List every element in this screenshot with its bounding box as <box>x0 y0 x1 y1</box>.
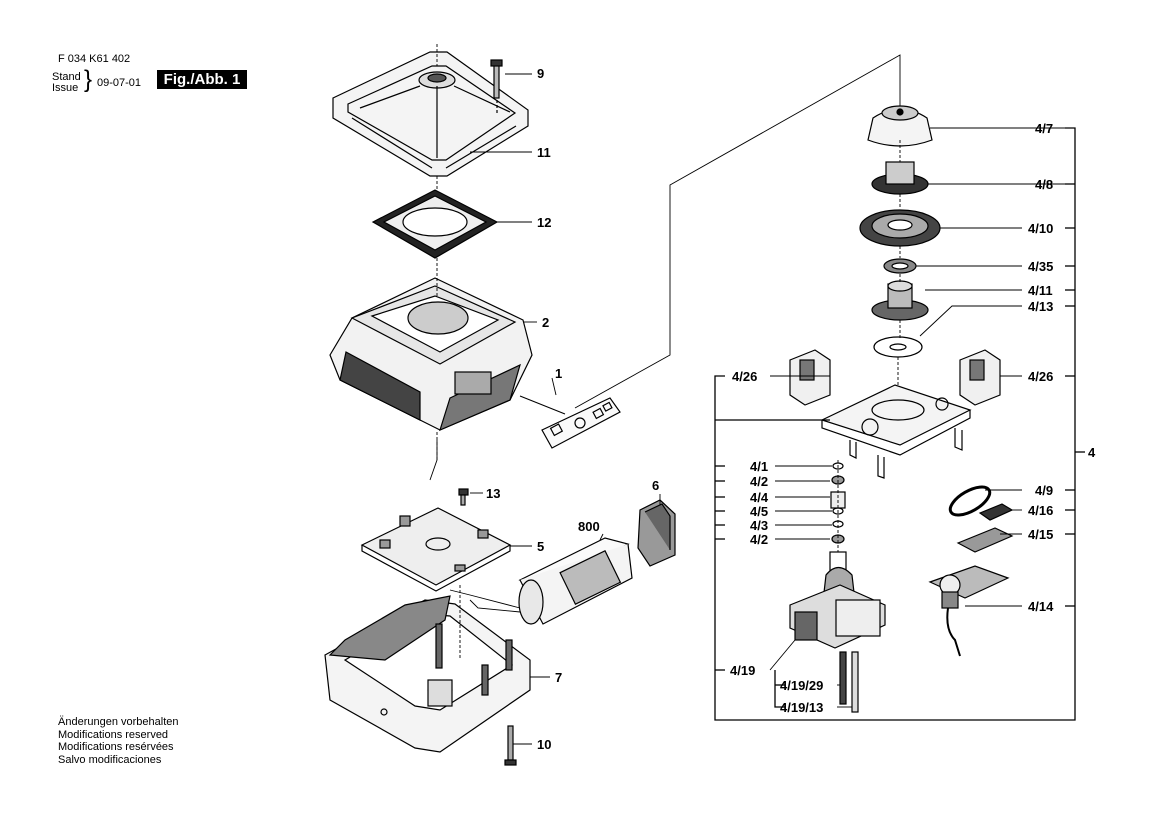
bracket-part-4-26-right <box>959 349 1001 406</box>
battery-pack-part-800 <box>518 537 633 625</box>
label-4-16: 4/16 <box>1028 503 1053 518</box>
label-4-19-29: 4/19/29 <box>780 678 823 693</box>
label-800: 800 <box>578 519 600 534</box>
label-4-9: 4/9 <box>1035 483 1053 498</box>
cap-part-4-7 <box>867 105 933 147</box>
disk-part-4-10 <box>859 209 941 247</box>
label-6: 6 <box>652 478 659 493</box>
label-4-2-a: 4/2 <box>750 474 768 489</box>
base-housing-part-7 <box>324 595 531 753</box>
label-4-10: 4/10 <box>1028 221 1053 236</box>
screw-part-13 <box>458 488 469 506</box>
label-4-2-b: 4/2 <box>750 532 768 547</box>
document-number: F 034 K61 402 <box>58 53 131 65</box>
label-4-35: 4/35 <box>1028 259 1053 274</box>
note-fr: Modifications resérvées <box>58 741 174 753</box>
washer-part-4-13 <box>873 336 923 358</box>
assembly-axes-right <box>837 140 901 552</box>
top-cover-part-11 <box>332 51 529 177</box>
label-10: 10 <box>537 737 551 752</box>
label-11: 11 <box>537 145 551 160</box>
label-4-14: 4/14 <box>1028 599 1054 614</box>
label-9: 9 <box>537 66 544 81</box>
housing-part-2 <box>329 277 533 432</box>
label-4-5: 4/5 <box>750 504 768 519</box>
bracket-part-4-26-left <box>789 349 831 406</box>
label-4-8: 4/8 <box>1035 177 1053 192</box>
label-4-15: 4/15 <box>1028 527 1053 542</box>
label-1: 1 <box>555 366 562 381</box>
label-4-13: 4/13 <box>1028 299 1053 314</box>
label-4-3: 4/3 <box>750 518 768 533</box>
screw-part-10 <box>504 725 517 766</box>
brace: } <box>84 66 93 93</box>
shaft-part-4-19-13 <box>851 651 859 713</box>
gasket-part-12 <box>371 189 499 259</box>
chassis-part <box>820 384 972 479</box>
label-7: 7 <box>555 670 562 685</box>
label-4-26-left: 4/26 <box>732 369 757 384</box>
notes: Änderungen vorbehalten Modifications res… <box>58 716 178 766</box>
circuit-board-part-5 <box>360 507 512 592</box>
part-4-15 <box>956 527 1014 553</box>
rotor-part-4-8 <box>871 161 929 195</box>
ring-part-4-35 <box>883 258 917 274</box>
stand-label: Stand <box>52 71 81 83</box>
label-13: 13 <box>486 486 500 501</box>
leader-lines-left <box>470 73 661 745</box>
label-5: 5 <box>537 539 544 554</box>
screw-part-9 <box>490 59 503 115</box>
label-4-11: 4/11 <box>1028 283 1053 298</box>
laser-module-part-4-14 <box>928 565 1010 657</box>
connector-lines-left <box>429 54 901 613</box>
label-4-1: 4/1 <box>750 459 768 474</box>
note-de: Änderungen vorbehalten <box>58 716 179 728</box>
issue-label: Issue <box>52 82 79 94</box>
note-es: Salvo modificaciones <box>58 753 162 766</box>
issue-date: 09-07-01 <box>97 77 142 89</box>
note-en: Modifications reserved <box>58 728 169 741</box>
keypad-foil-part-1 <box>519 395 621 449</box>
label-4: 4 <box>1088 445 1096 460</box>
label-4-26-right: 4/26 <box>1028 369 1053 384</box>
label-4-19-13: 4/19/13 <box>780 700 823 715</box>
gear-part-4-11 <box>871 280 929 321</box>
label-4-7: 4/7 <box>1035 121 1053 136</box>
label-4-19: 4/19 <box>730 663 755 678</box>
battery-cover-part-6 <box>637 499 676 567</box>
label-2: 2 <box>542 315 549 330</box>
shaft-part-4-19-29 <box>839 651 847 705</box>
figure-badge: Fig./Abb. 1 <box>157 70 247 89</box>
part-4-16 <box>978 503 1014 521</box>
assembly-bracket-4 <box>714 127 1085 721</box>
leader-lines-right <box>769 127 1065 708</box>
label-4-4: 4/4 <box>750 490 769 505</box>
assembly-axes-left <box>436 44 461 660</box>
label-12: 12 <box>537 215 551 230</box>
motor-assembly-part-4-19 <box>789 551 886 649</box>
